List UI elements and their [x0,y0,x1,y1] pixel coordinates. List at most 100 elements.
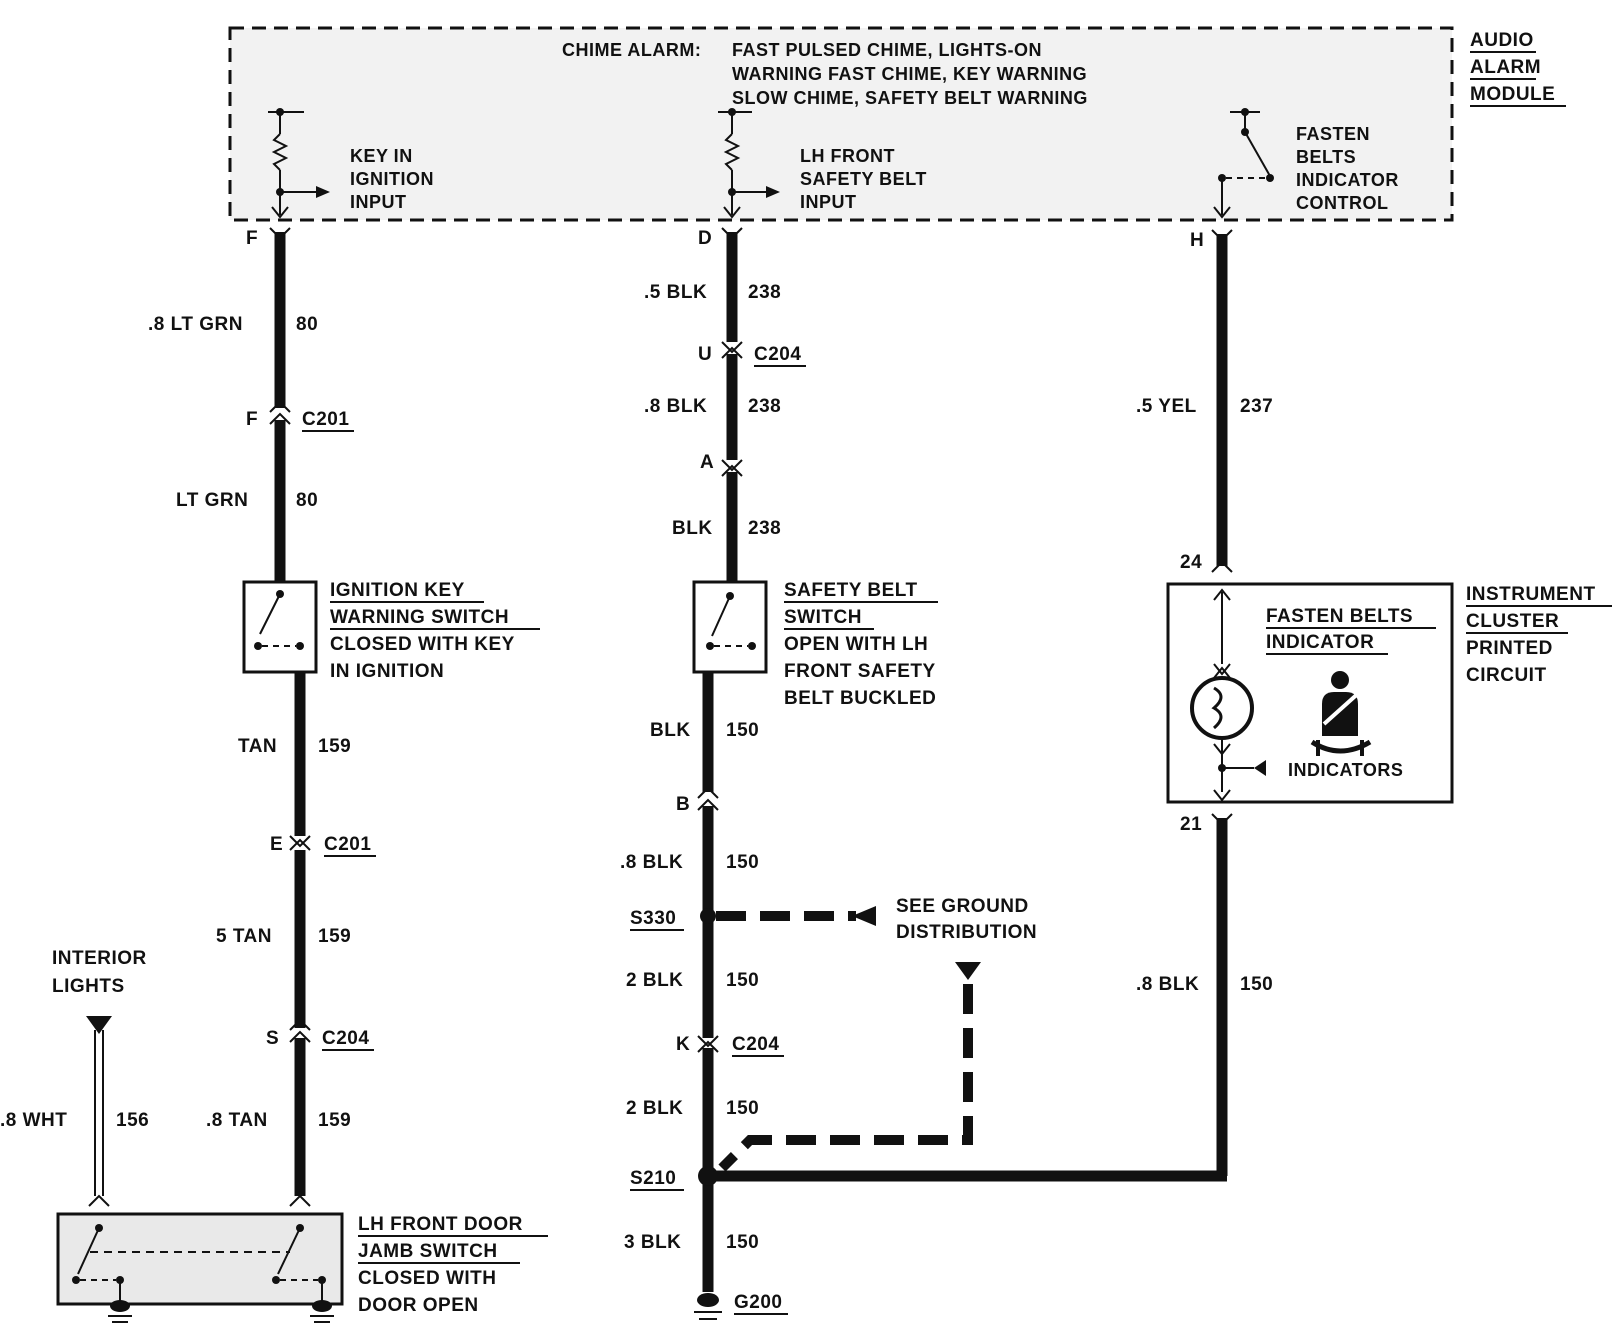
blk-right-num: 150 [1240,974,1273,995]
fasten-indicator-title-2: INDICATOR [1266,632,1374,653]
key-input-2: IGNITION [350,169,434,189]
tan-gauge-1: TAN [238,736,277,757]
see-ground-1: SEE GROUND [896,896,1029,917]
key-input-3: INPUT [350,192,407,212]
ignition-key-warning-switch [242,580,318,674]
c201-label-top: C201 [302,409,349,430]
blk-right-gauge: .8 BLK [1136,974,1199,995]
cluster-3: PRINTED [1466,638,1553,659]
pin-a: A [700,452,714,473]
ground-icon [310,1300,334,1323]
belt-switch-title-2: SWITCH [784,607,862,628]
lt-grn-num-1: 80 [296,314,318,335]
pin-h: H [1190,230,1204,251]
blk-238-gauge-1: .5 BLK [644,282,707,303]
belt-switch-title-1: SAFETY BELT [784,580,918,601]
module-title-2: ALARM [1470,57,1541,78]
tan-num-3: 159 [318,1110,351,1131]
c204-label-left: C204 [322,1028,369,1049]
door-switch-title-1: LH FRONT DOOR [358,1214,523,1235]
ground-icon [694,1293,722,1320]
door-switch-desc-2: DOOR OPEN [358,1295,479,1316]
tan-num-1: 159 [318,736,351,757]
chime-line-2: WARNING FAST CHIME, KEY WARNING [732,64,1087,84]
door-switch-desc-1: CLOSED WITH [358,1268,497,1289]
ground-distribution-arrow-icon [852,906,876,926]
s330-label: S330 [630,908,676,929]
key-input-1: KEY IN [350,146,413,166]
fasten-control-switch: FASTEN BELTS INDICATOR CONTROL [1213,108,1399,219]
c204-label-mid-bottom: C204 [732,1034,779,1055]
ign-switch-desc-1: CLOSED WITH KEY [330,634,515,655]
fasten-control-4: CONTROL [1296,193,1389,213]
belt-input-circuit: LH FRONT SAFETY BELT INPUT [718,108,926,219]
see-ground-2: DISTRIBUTION [896,922,1037,943]
fasten-indicator-title-1: FASTEN BELTS [1266,606,1413,627]
middle-circuit: .5 BLK 238 U C204 .8 BLK 238 A BLK 238 S… [620,227,1037,1320]
instrument-cluster-box: FASTEN BELTS INDICATOR INDICATORS [1166,582,1454,804]
cluster-4: CIRCUIT [1466,665,1547,686]
belt-switch-desc-2: FRONT SAFETY [784,661,936,682]
blk-238-gauge-2: .8 BLK [644,396,707,417]
ign-switch-desc-2: IN IGNITION [330,661,444,682]
blk-150-gauge-3: 2 BLK [626,970,683,991]
blk-150-gauge-1: BLK [650,720,691,741]
module-title-3: MODULE [1470,84,1555,105]
key-input-circuit: KEY IN IGNITION INPUT [268,108,434,219]
c204-label-mid-top: C204 [754,344,801,365]
ground-icon [108,1300,132,1323]
belt-input-3: INPUT [800,192,857,212]
yel-num: 237 [1240,396,1273,417]
lt-grn-gauge-1: .8 LT GRN [148,314,243,335]
blk-150-gauge-2: .8 BLK [620,852,683,873]
blk-150-gauge-4: 2 BLK [626,1098,683,1119]
belt-switch-desc-1: OPEN WITH LH [784,634,928,655]
pin-f: F [246,228,258,249]
blk-150-num-3: 150 [726,970,759,991]
seat-belt-icon [1310,671,1372,756]
pin-21: 21 [1180,814,1202,835]
fasten-control-1: FASTEN [1296,124,1370,144]
c204-pin-u: U [698,344,712,365]
tan-gauge-3: .8 TAN [206,1110,268,1131]
left-circuit: .8 LT GRN 80 F C201 LT GRN 80 IGNITION K… [0,227,548,1323]
blk-150-num-2: 150 [726,852,759,873]
tan-num-2: 159 [318,926,351,947]
c204-pin-k: K [676,1034,690,1055]
blk-238-num-1: 238 [748,282,781,303]
pin-24: 24 [1180,552,1202,573]
fasten-control-3: INDICATOR [1296,170,1399,190]
blk-150-num-5: 150 [726,1232,759,1253]
c201-pin-e: E [270,834,283,855]
blk-238-gauge-3: BLK [672,518,713,539]
yel-gauge: .5 YEL [1136,396,1197,417]
blk-150-gauge-5: 3 BLK [624,1232,681,1253]
interior-lights-2: LIGHTS [52,976,125,997]
s210-label: S210 [630,1168,676,1189]
indicators-label: INDICATORS [1288,760,1403,780]
chime-line-3: SLOW CHIME, SAFETY BELT WARNING [732,88,1088,108]
lt-grn-num-2: 80 [296,490,318,511]
chime-line-1: FAST PULSED CHIME, LIGHTS-ON [732,40,1042,60]
c201-pin-f: F [246,409,258,430]
c204-pin-s: S [266,1028,279,1049]
s330-splice [700,908,716,924]
interior-lights-1: INTERIOR [52,948,147,969]
blk-238-num-2: 238 [748,396,781,417]
belt-switch-desc-3: BELT BUCKLED [784,688,936,709]
chime-alarm-label: CHIME ALARM: [562,40,701,60]
g200-label: G200 [734,1292,782,1313]
ign-switch-title-1: IGNITION KEY [330,580,465,601]
blk-150-num-4: 150 [726,1098,759,1119]
indicator-bulb-icon [1190,676,1254,740]
right-circuit: .5 YEL 237 24 FASTEN BELTS INDICATOR [712,229,1612,1182]
wht-num: 156 [116,1110,149,1131]
module-title-1: AUDIO [1470,30,1534,51]
safety-belt-switch [692,580,768,674]
interior-lights-arrow-icon [86,1016,112,1034]
blk-150-num-1: 150 [726,720,759,741]
belt-input-1: LH FRONT [800,146,895,166]
indicators-arrow-icon [1254,760,1266,776]
blk-238-num-3: 238 [748,518,781,539]
